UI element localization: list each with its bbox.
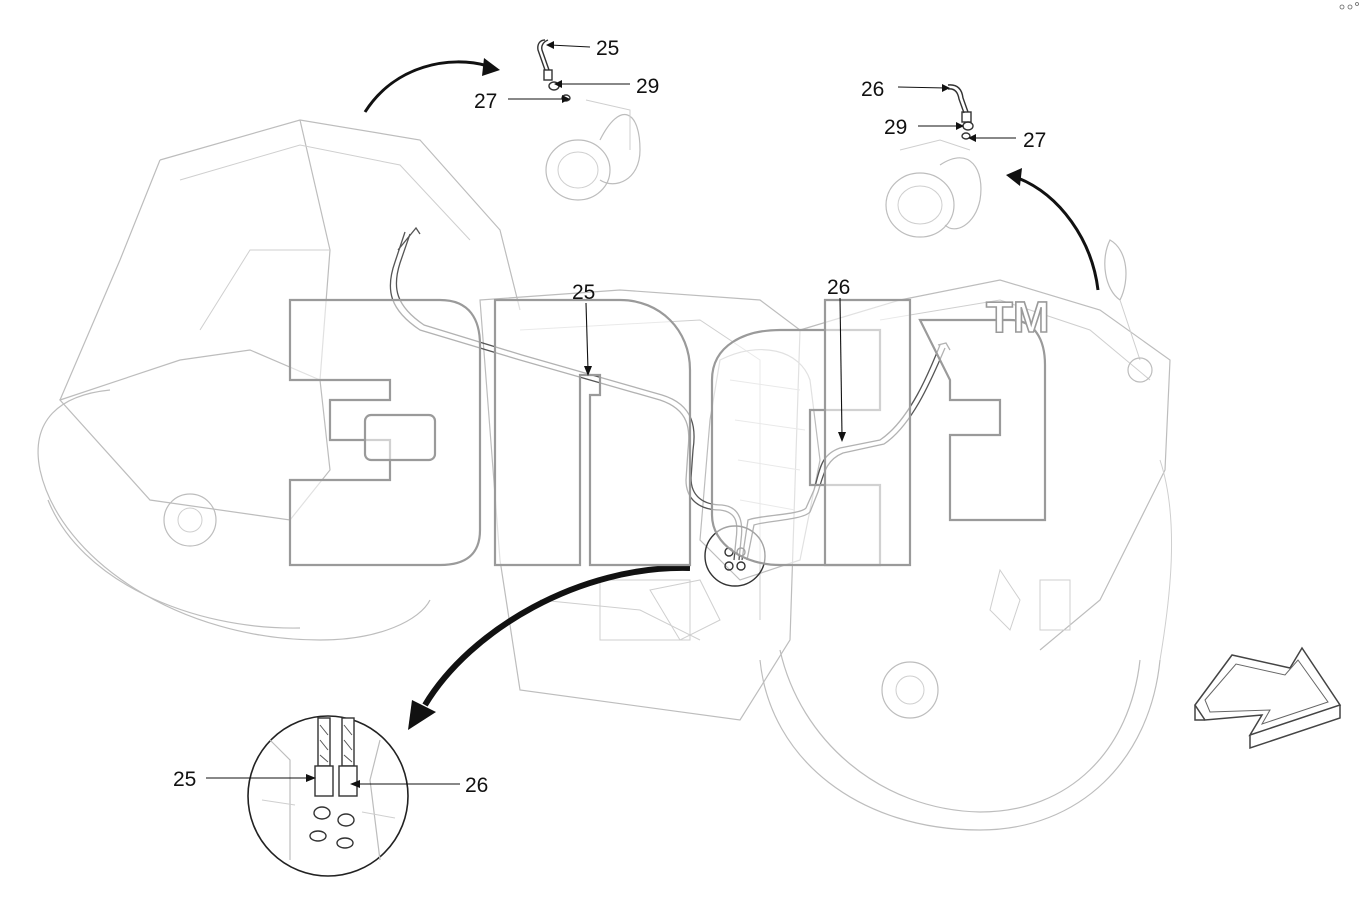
callout-mid-hose-right: 26 (827, 276, 850, 299)
callout-labels: 25 29 27 26 29 27 25 26 25 26 (173, 37, 1046, 797)
callout-top-right-hose: 26 (861, 78, 884, 101)
arrow-to-detail (408, 564, 691, 730)
watermark-logo: TM (288, 292, 1050, 567)
left-travel-motor (545, 99, 641, 201)
callout-top-right-nut: 29 (884, 116, 907, 139)
leader-lines (206, 41, 1016, 788)
direction-arrow-icon (1194, 646, 1342, 750)
callout-top-left-nut: 29 (636, 75, 659, 98)
bottom-detail-view (247, 715, 409, 877)
callout-top-right-seal: 27 (1023, 129, 1046, 152)
trademark-mark: TM (986, 293, 1050, 342)
callout-detail-right: 26 (465, 774, 488, 797)
right-travel-motor (885, 139, 982, 238)
callout-top-left-seal: 27 (474, 90, 497, 113)
arrow-to-left-motor (363, 58, 500, 113)
arrow-to-right-motor (1006, 168, 1100, 291)
callout-detail-left: 25 (173, 768, 196, 791)
callout-mid-hose-left: 25 (572, 281, 595, 304)
top-left-hose-end (537, 39, 571, 102)
callout-top-left-hose: 25 (596, 37, 619, 60)
corner-mark (1339, 2, 1359, 10)
top-right-hose-end (947, 84, 974, 140)
